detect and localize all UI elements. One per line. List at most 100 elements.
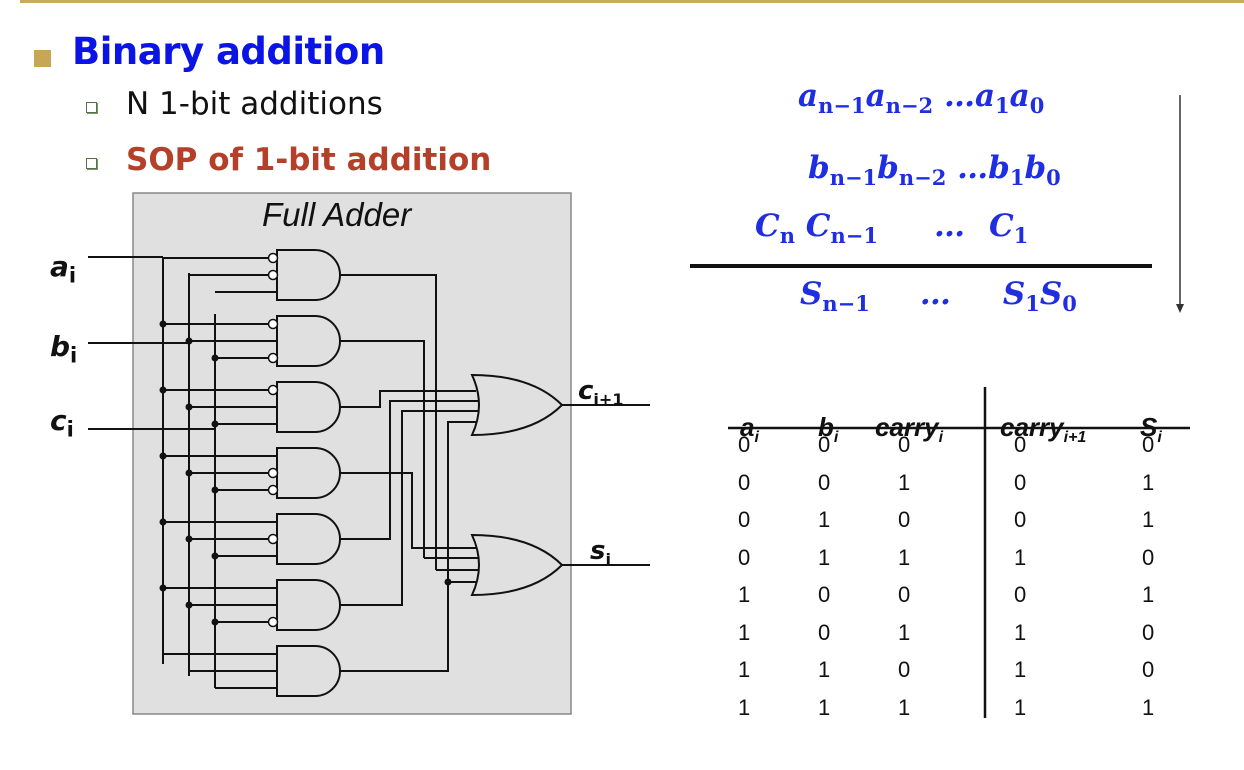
sub-bullet-icon [86, 158, 97, 169]
tt-cell: 0 [738, 544, 751, 570]
junction-dot-icon [185, 403, 193, 411]
route-and0 [340, 274, 437, 570]
tt-header-a: ai [740, 412, 759, 447]
tt-cell: 1 [818, 694, 831, 720]
bullet-n-additions: N 1-bit additions [126, 86, 383, 122]
inversion-bubble-icon [267, 467, 279, 479]
top-rule [20, 0, 1244, 3]
tt-cell: 0 [1142, 619, 1155, 645]
tt-cell: 1 [1142, 507, 1155, 532]
and-gate [276, 249, 341, 301]
tt-header-carry-out: carryi+1 [1000, 412, 1087, 447]
tt-cell: 1 [1014, 619, 1027, 645]
tt-cell: 1 [898, 544, 911, 570]
route-and4 [340, 400, 478, 540]
tt-cell: 0 [818, 619, 831, 645]
junction-dot-icon [159, 518, 167, 526]
tt-cell: 0 [898, 582, 911, 607]
junction-dot-icon [211, 552, 219, 560]
inversion-bubble-icon [267, 384, 279, 396]
junction-dot-icon [211, 420, 219, 428]
input-label-c: ci [50, 404, 74, 442]
tt-header-carry-in: carryi [875, 412, 944, 447]
and-gate [276, 447, 341, 499]
tt-cell: 1 [738, 657, 751, 682]
inversion-bubble-icon [267, 533, 279, 545]
output-label-carry: ci+1 [578, 376, 624, 410]
inversion-bubble-icon [267, 269, 279, 281]
tt-cell: 0 [1014, 469, 1027, 495]
tt-cell: 0 [898, 507, 911, 532]
inversion-bubble-icon [267, 616, 279, 628]
tt-cell: 1 [1142, 469, 1155, 495]
tt-cell: 1 [818, 507, 831, 532]
tt-cell: 1 [738, 582, 751, 607]
junction-dot-icon [159, 452, 167, 460]
bullet-sop: SOP of 1-bit addition [126, 142, 492, 178]
inversion-bubble-icon [267, 318, 279, 330]
junction-dot-icon [185, 601, 193, 609]
tt-cell: 0 [818, 582, 831, 607]
input-label-b: bi [50, 330, 78, 368]
tt-cell: 1 [1014, 694, 1027, 720]
route-and1 [340, 340, 425, 558]
and-gate [276, 645, 341, 697]
tt-cell: 0 [818, 469, 831, 495]
tt-cell: 0 [898, 657, 911, 682]
equation-row-carry: Cn Cn−1…C1 [755, 208, 1029, 249]
sub-bullet-icon [86, 102, 97, 113]
junction-dot-icon [159, 584, 167, 592]
tt-cell: 0 [1014, 432, 1027, 457]
tt-cell: 1 [738, 619, 751, 645]
tt-cell: 1 [898, 694, 911, 720]
equation-row-b: bn−1bn−2 …b1b0 [808, 150, 1061, 191]
route-and6 [340, 421, 477, 672]
slide-heading: Binary addition [72, 30, 385, 73]
junction-dot-icon [159, 320, 167, 328]
junction-dot-icon [444, 578, 452, 586]
tt-cell: 1 [1014, 657, 1027, 682]
tt-cell: 1 [898, 469, 911, 495]
and-gate [276, 513, 341, 565]
inversion-bubble-icon [267, 484, 279, 496]
input-label-a: ai [50, 250, 77, 288]
junction-dot-icon [211, 486, 219, 494]
junction-dot-icon [211, 618, 219, 626]
equation-row-a: an−1an−2 …a1a0 [798, 78, 1045, 119]
junction-dot-icon [185, 535, 193, 543]
output-label-sum: si [590, 536, 611, 570]
tt-cell: 0 [1014, 507, 1027, 532]
tt-cell: 0 [1014, 582, 1027, 607]
and-gate [276, 315, 341, 367]
tt-cell: 1 [898, 619, 911, 645]
tt-cell: 0 [738, 432, 751, 457]
tt-cell: 0 [898, 432, 911, 457]
tt-cell: 0 [1142, 432, 1155, 457]
tt-header-sum: Si [1140, 412, 1162, 447]
junction-dot-icon [185, 469, 193, 477]
and-gate [276, 381, 341, 433]
or-gate-carry [470, 373, 564, 437]
tt-cell: 0 [1142, 544, 1155, 570]
tt-cell: 1 [1142, 582, 1155, 607]
tt-cell: 1 [738, 694, 751, 720]
tt-cell: 1 [818, 544, 831, 570]
equation-row-sum: Sn−1…S1S0 [800, 276, 1077, 317]
arrow-head-icon [1176, 304, 1184, 313]
tt-header-b: bi [818, 412, 839, 447]
circuit-title: Full Adder [262, 196, 412, 233]
tt-cell: 1 [1014, 544, 1027, 570]
main-bullet-icon [34, 50, 51, 67]
route-and5 [340, 410, 478, 606]
route-and3 [340, 472, 477, 549]
full-adder-box [132, 192, 572, 715]
tt-cell: 0 [738, 469, 751, 495]
or-gate-sum [470, 533, 564, 597]
tt-cell: 1 [818, 657, 831, 682]
inversion-bubble-icon [267, 352, 279, 364]
inversion-bubble-icon [267, 252, 279, 264]
junction-dot-icon [211, 354, 219, 362]
tt-cell: 0 [1142, 657, 1155, 682]
tt-cell: 0 [818, 432, 831, 457]
